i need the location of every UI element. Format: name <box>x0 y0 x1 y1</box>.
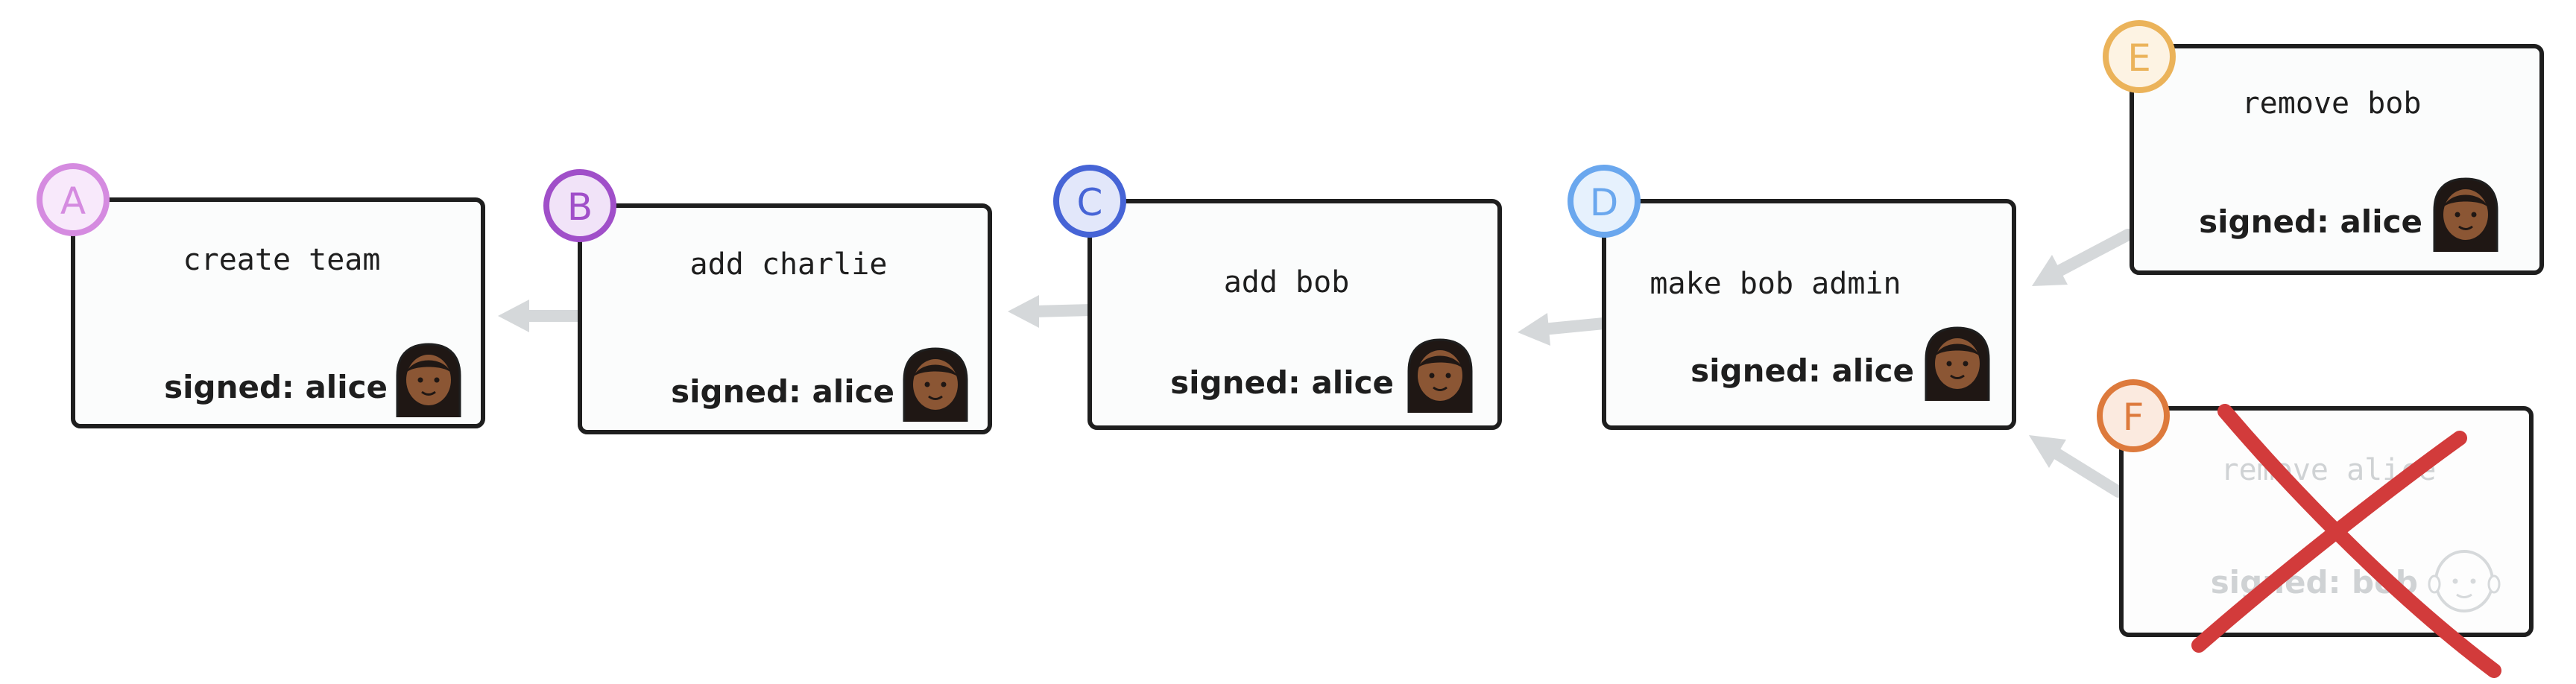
badge-f-letter: F <box>2123 396 2144 439</box>
node-c: add bob signed: alice C <box>1053 165 1502 430</box>
arrow-c-to-b <box>1008 295 1097 328</box>
badge-f: F <box>2097 379 2170 452</box>
badge-d-letter: D <box>1590 181 1619 224</box>
node-c-action: add bob <box>1224 265 1350 300</box>
node-b: add charlie signed: alice B <box>543 169 992 434</box>
badge-e-letter: E <box>2127 37 2151 80</box>
node-a-action: create team <box>183 243 381 277</box>
woman-dark-skin-icon <box>2433 177 2498 252</box>
badge-b-letter: B <box>567 186 593 229</box>
woman-dark-skin-icon <box>396 343 461 417</box>
badge-b: B <box>543 169 616 242</box>
woman-dark-skin-icon <box>1925 326 1990 401</box>
card-d <box>1602 199 2016 430</box>
arrow-b-to-a <box>498 300 587 332</box>
card-c <box>1087 199 1502 430</box>
node-e: remove bob signed: alice E <box>2103 20 2544 275</box>
node-c-signed: signed: alice <box>1170 364 1394 401</box>
node-e-action: remove bob <box>2242 86 2422 121</box>
node-d-action: make bob admin <box>1650 267 1901 301</box>
badge-a: A <box>37 163 110 236</box>
node-d: make bob admin signed: alice D <box>1568 165 2016 430</box>
badge-c: C <box>1053 165 1126 238</box>
edges <box>498 229 2134 498</box>
woman-dark-skin-icon <box>903 347 968 422</box>
node-e-signed: signed: alice <box>2199 203 2422 240</box>
arrow-f-to-d <box>2029 435 2124 498</box>
node-b-action: add charlie <box>690 247 888 282</box>
badge-a-letter: A <box>60 180 86 223</box>
node-a: create team signed: alice A <box>37 163 485 428</box>
node-f: remove alice signed: bob F <box>2097 379 2534 678</box>
card-b <box>578 203 992 434</box>
badge-d: D <box>1568 165 1641 238</box>
badge-c-letter: C <box>1077 181 1103 224</box>
node-b-signed: signed: alice <box>671 373 894 410</box>
arrow-d-to-c <box>1518 313 1610 346</box>
bald-man-light-skin-icon <box>2428 550 2501 612</box>
node-d-signed: signed: alice <box>1690 352 1914 389</box>
woman-dark-skin-icon <box>1407 338 1473 413</box>
arrow-e-to-d <box>2032 229 2134 286</box>
red-x-icon <box>2191 404 2501 678</box>
card-a <box>71 197 485 428</box>
node-a-signed: signed: alice <box>164 369 388 405</box>
badge-e: E <box>2103 20 2176 93</box>
